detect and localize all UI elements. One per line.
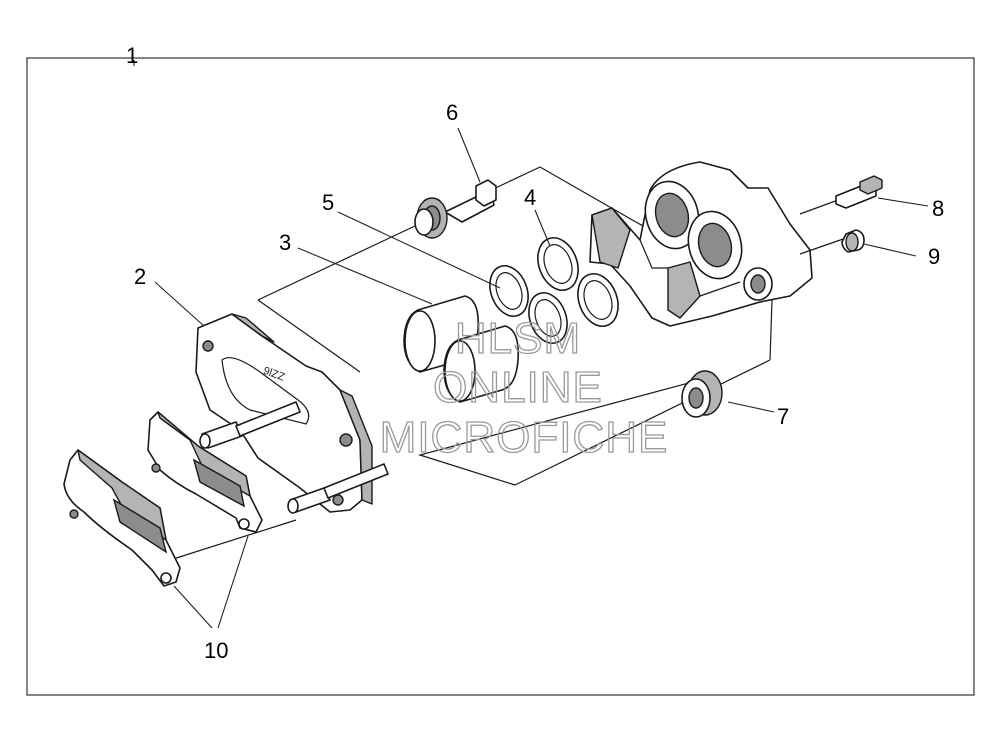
callout-7: 7	[777, 404, 789, 429]
callouts: 1 2 3 4 5 6 7 8 9 10	[126, 43, 944, 663]
callout-5: 5	[322, 190, 334, 215]
caliper-body	[589, 161, 813, 327]
watermark-line-3: MICROFICHE	[380, 413, 669, 462]
watermark: HLSM ONLINE MICROFICHE	[379, 313, 669, 462]
boot-7	[681, 370, 723, 418]
callout-8: 8	[932, 196, 944, 221]
bleeder-valve-8	[799, 175, 883, 215]
watermark-line-2: ONLINE	[433, 363, 603, 412]
watermark-line-1: HLSM	[455, 314, 581, 363]
pistons-3	[403, 295, 520, 403]
callout-3: 3	[279, 230, 291, 255]
bracket-2: 9lZZ	[195, 313, 389, 514]
piston-seals-4	[537, 237, 619, 327]
leader-lines	[133, 60, 929, 629]
brake-pads-10	[63, 411, 263, 587]
bleeder-cap-9	[799, 229, 865, 255]
callout-4: 4	[524, 185, 536, 210]
dust-seals-5	[489, 265, 568, 344]
guide-pin-6	[414, 179, 497, 239]
callout-9: 9	[928, 244, 940, 269]
callout-6: 6	[446, 100, 458, 125]
diagram-frame	[26, 57, 975, 696]
callout-2: 2	[134, 264, 146, 289]
callout-1: 1	[126, 43, 138, 68]
callout-10: 10	[204, 638, 228, 663]
